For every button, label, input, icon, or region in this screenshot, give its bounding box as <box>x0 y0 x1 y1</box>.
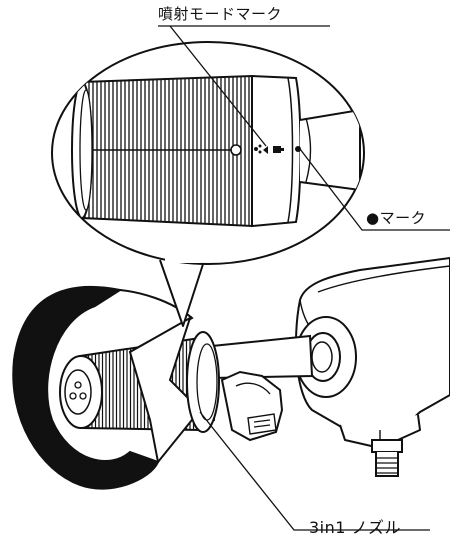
hose-tail-fitting <box>371 439 403 477</box>
nozzle-shaft <box>211 334 314 380</box>
black-dot-mark <box>295 146 301 152</box>
nozzle-label: 3in1 ノズル <box>309 518 402 537</box>
spray-mode-icon <box>254 144 284 154</box>
nozzle-collar <box>186 331 220 433</box>
nozzle-handle <box>220 370 284 442</box>
dot-mark-label: ●マーク <box>366 209 427 227</box>
nozzle-head-magnified <box>71 74 361 228</box>
spray-mode-mark-label: 噴射モードマーク <box>158 5 283 23</box>
leader-lines <box>158 25 450 531</box>
